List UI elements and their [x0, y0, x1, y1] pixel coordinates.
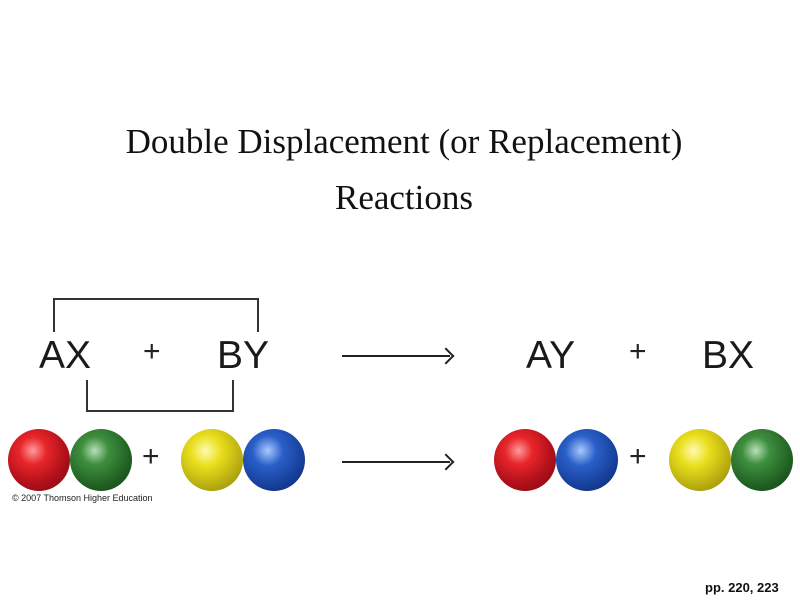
reaction-arrow: [342, 461, 450, 463]
slide-title-line1: Double Displacement (or Replacement): [125, 122, 683, 161]
sphere-a-red: [494, 429, 556, 491]
bottom-exchange-bracket: [86, 380, 234, 412]
sphere-b-yellow: [181, 429, 243, 491]
sphere-x-green: [731, 429, 793, 491]
sphere-y-blue: [556, 429, 618, 491]
top-exchange-bracket: [53, 298, 259, 332]
plus-sign: +: [629, 335, 647, 368]
sphere-y-blue: [243, 429, 305, 491]
plus-sign: +: [629, 440, 647, 473]
copyright-notice: © 2007 Thomson Higher Education: [12, 493, 153, 503]
reaction-arrow: [342, 355, 450, 357]
slide-title-line2: Reactions: [334, 178, 474, 217]
plus-sign: +: [142, 440, 160, 473]
page-reference: pp. 220, 223: [705, 580, 779, 595]
sphere-a-red: [8, 429, 70, 491]
plus-sign: +: [143, 335, 161, 368]
reactant-ax: AX: [39, 334, 92, 377]
product-bx: BX: [702, 334, 755, 377]
reactant-by: BY: [217, 334, 270, 377]
product-ay: AY: [526, 334, 576, 377]
sphere-x-green: [70, 429, 132, 491]
sphere-b-yellow: [669, 429, 731, 491]
